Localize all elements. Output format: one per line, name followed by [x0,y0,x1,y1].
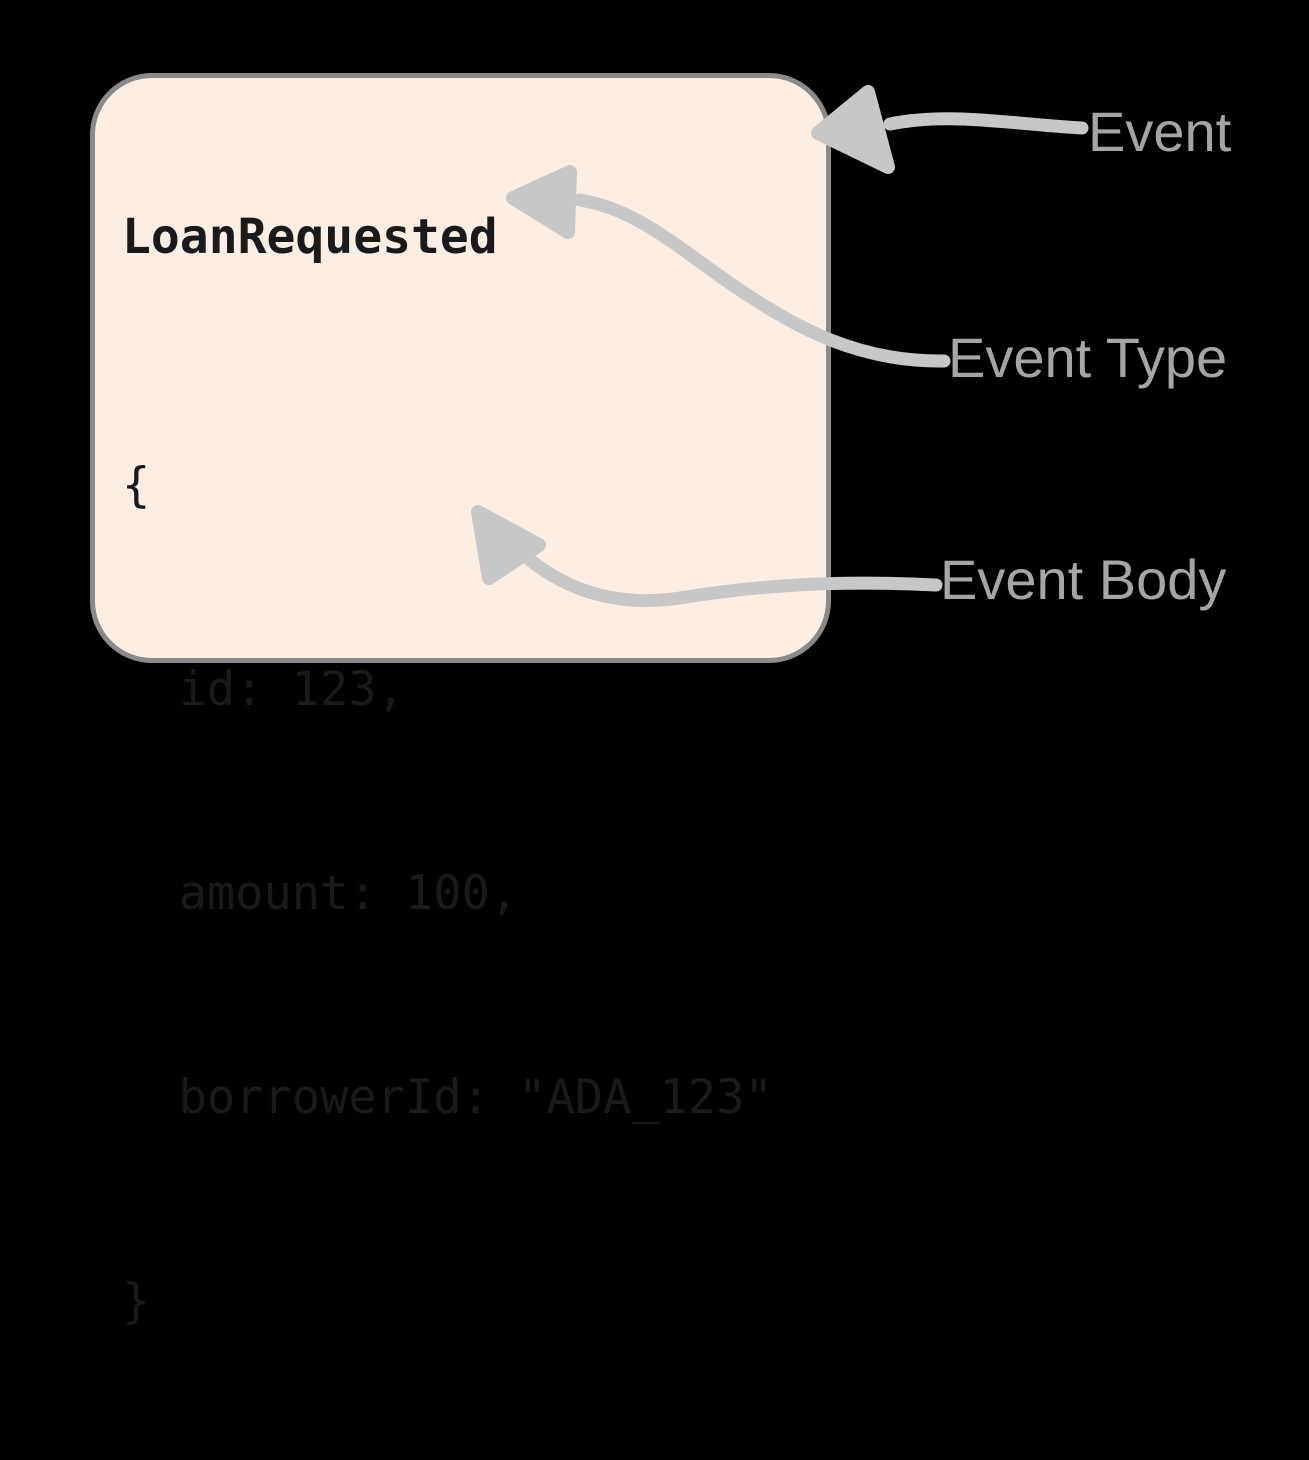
event-body-line-borrower-id: borrowerId: "ADA_123" [122,1070,773,1125]
event-card: LoanRequested { id: 123, amount: 100, bo… [90,73,831,1329]
event-body-line-id: id: 123, [122,662,405,717]
annotation-arrow-event-tail [883,112,1089,135]
annotation-arrow-event [811,85,1089,174]
annotation-label-event-type: Event Type [948,326,1228,389]
event-body-block: { id: 123, amount: 100, borrowerId: "ADA… [122,316,773,1460]
card-text-block: LoanRequested { id: 123, amount: 100, bo… [122,170,773,1460]
event-body-line-open-brace: { [122,458,151,513]
event-type-line: LoanRequested [122,209,498,265]
annotation-label-event-body: Event Body [940,548,1227,611]
event-body-line-close-brace: } [122,1274,151,1329]
diagram-canvas: LoanRequested { id: 123, amount: 100, bo… [90,73,1232,1329]
annotation-label-event: Event [1088,100,1232,163]
event-body-line-amount: amount: 100, [122,866,519,921]
